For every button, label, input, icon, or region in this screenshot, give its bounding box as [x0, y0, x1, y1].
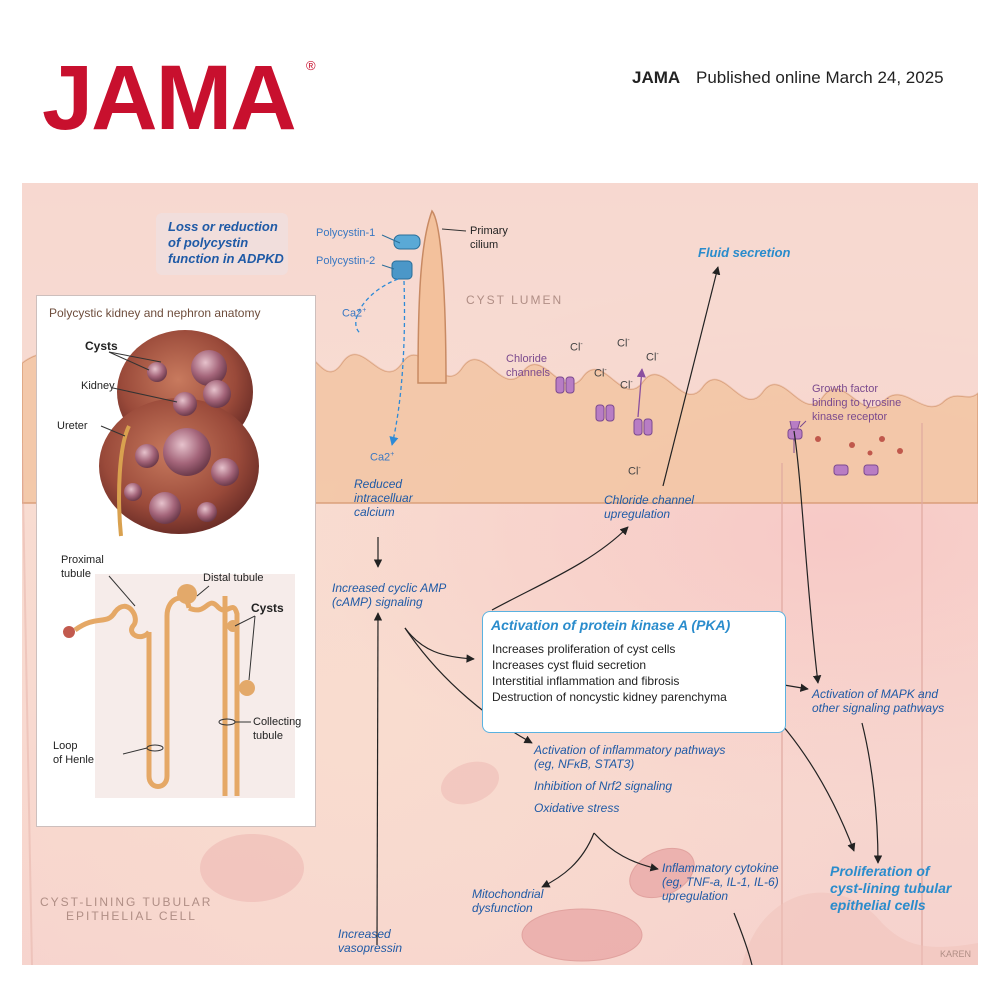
oxidative-stress-label: Oxidative stress: [534, 801, 620, 815]
fluid-secretion-label: Fluid secretion: [698, 245, 791, 260]
cell-caption-line2: EPITHELIAL CELL: [66, 909, 197, 923]
polycystin-2-label: Polycystin-2: [316, 255, 376, 267]
chloride-ion: Cl-: [628, 465, 641, 478]
primary-cilium-label-line1: Primary: [470, 225, 508, 237]
kidney-label: Kidney: [81, 380, 115, 392]
pka-item: Destruction of noncystic kidney parenchy…: [492, 690, 727, 704]
chloride-ion: Cl-: [594, 367, 607, 380]
polycystin-proteins: [381, 234, 421, 280]
primary-cilium: [417, 209, 447, 384]
collecting-tubule-label-line1: Collecting: [253, 716, 302, 728]
chloride-ion: Cl-: [570, 341, 583, 354]
cytokine-label-line3: upregulation: [662, 889, 729, 903]
growth-factor-label-line3: kinase receptor: [812, 411, 888, 423]
cysts-label-right: Cysts: [251, 601, 284, 615]
mapk-label-line1: Activation of MAPK and: [812, 687, 939, 701]
chloride-ion: Cl-: [646, 351, 659, 364]
pka-item: Increases proliferation of cyst cells: [492, 642, 676, 656]
distal-tubule-label: Distal tubule: [203, 572, 264, 584]
cytokine-label-line1: Inflammatory cytokine: [662, 861, 779, 875]
loop-of-henle-label-line2: of Henle: [53, 754, 94, 766]
pka-item: Increases cyst fluid secretion: [492, 658, 647, 672]
cell-caption-line1: CYST-LINING TUBULAR: [40, 895, 213, 909]
kidney-anatomy-inset: Polycystic kidney and nephron anatomy: [36, 295, 316, 827]
illustrator-signature: KAREN: [940, 949, 972, 959]
cysts-label-top: Cysts: [85, 339, 118, 353]
loss-title-line3: function in ADPKD: [168, 251, 284, 266]
proximal-tubule-label-line2: tubule: [61, 568, 91, 580]
header-journal: JAMA: [632, 68, 681, 87]
reduced-calcium-label-line1: Reduced: [354, 477, 403, 491]
loss-title-line2: of polycystin: [168, 235, 249, 250]
growth-factor-label-line2: binding to tyrosine: [812, 397, 902, 409]
figure-panel: Loss or reduction of polycystin function…: [22, 183, 978, 965]
mapk-label-line2: other signaling pathways: [812, 701, 945, 715]
mitochondrial-label-line2: dysfunction: [472, 901, 533, 915]
nrf2-label: Inhibition of Nrf2 signaling: [534, 779, 673, 793]
chloride-channels-label-line2: channels: [506, 367, 551, 379]
chloride-ion: Cl-: [620, 379, 633, 392]
polycystin-1-label: Polycystin-1: [316, 227, 376, 239]
mitochondrial-label-line1: Mitochondrial: [472, 887, 544, 901]
camp-label-line2: (cAMP) signaling: [332, 595, 423, 609]
pka-activation-box: Activation of protein kinase A (PKA) Inc…: [482, 611, 786, 733]
calcium-bottom-label: Ca2+: [370, 451, 395, 464]
inset-title: Polycystic kidney and nephron anatomy: [49, 306, 261, 320]
calcium-top-label: Ca2+: [342, 307, 367, 320]
camp-label-line1: Increased cyclic AMP: [332, 581, 447, 595]
cilium-pointer: [441, 228, 467, 232]
registered-mark: ®: [306, 58, 316, 73]
polycystin-loss-box: Loss or reduction of polycystin function…: [156, 213, 288, 275]
chloride-channels-label-line1: Chloride: [506, 353, 547, 365]
chloride-ion: Cl-: [617, 337, 630, 350]
vasopressin-label-line1: Increased: [338, 927, 391, 941]
chloride-upregulation-label-line2: upregulation: [604, 507, 671, 521]
calcium-flow-arrow: [355, 278, 399, 334]
ureter-label: Ureter: [57, 420, 88, 432]
growth-factor-label-line1: Growth factor: [812, 383, 879, 395]
chloride-channel-icons: [555, 376, 653, 436]
proliferation-label-line3: epithelial cells: [830, 897, 926, 913]
pka-title: Activation of protein kinase A (PKA): [491, 617, 731, 633]
inflammatory-pathways-line1: Activation of inflammatory pathways: [534, 743, 726, 757]
primary-cilium-label-line2: cilium: [470, 239, 499, 251]
pka-item: Interstitial inflammation and fibrosis: [492, 674, 680, 688]
reduced-calcium-label-line2: intracelluar: [354, 491, 413, 505]
jama-logo: JAMA: [42, 47, 297, 149]
chloride-upregulation-label-line1: Chloride channel: [604, 493, 695, 507]
kidney-illustration: [63, 330, 295, 798]
cytokine-label-line2: (eg, TNF-a, IL-1, IL-6): [662, 875, 779, 889]
proliferation-label-line1: Proliferation of: [830, 863, 930, 879]
header-published-date: Published online March 24, 2025: [696, 68, 944, 87]
vasopressin-label-line2: vasopressin: [338, 941, 403, 955]
cyst-lumen-label: CYST LUMEN: [466, 293, 564, 307]
inflammatory-pathways-line2: (eg, NFκB, STAT3): [534, 757, 635, 771]
growth-factor-dots: [815, 436, 903, 456]
collecting-tubule-label-line2: tubule: [253, 730, 283, 742]
loop-of-henle-label-line1: Loop: [53, 740, 78, 752]
reduced-calcium-label-line3: calcium: [354, 505, 395, 519]
proliferation-label-line2: cyst-lining tubular: [830, 880, 952, 896]
proximal-tubule-label-line1: Proximal: [61, 554, 104, 566]
loss-title-line1: Loss or reduction: [168, 219, 278, 234]
